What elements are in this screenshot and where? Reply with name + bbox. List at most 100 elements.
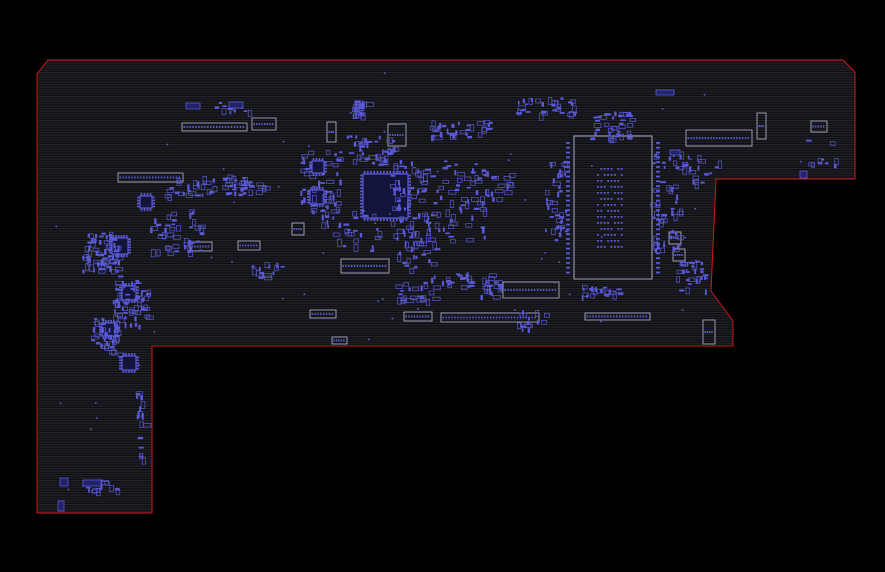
memory-pad (656, 218, 660, 221)
connector-pin (353, 265, 356, 267)
memory-pad (656, 271, 660, 274)
bga-ball (600, 168, 603, 170)
memory-pad (566, 185, 570, 187)
bga-ball (597, 180, 599, 182)
smd-pad (593, 116, 598, 119)
smd-pad (526, 320, 530, 326)
smd-pad (449, 200, 454, 209)
chip-pin (120, 235, 123, 238)
connector-pin (271, 123, 274, 125)
smd-pad (551, 208, 558, 213)
smd-pad (201, 193, 204, 197)
smd-pad (668, 156, 672, 161)
smd-pad (411, 167, 417, 175)
smd-pad (461, 197, 468, 202)
chip-pin (408, 199, 411, 202)
connector-pin (345, 265, 347, 267)
smd-pad (675, 166, 680, 170)
smd-pad (171, 223, 175, 226)
smd-pad (302, 156, 305, 161)
memory-pad (566, 262, 570, 264)
connector-pin (293, 228, 295, 230)
connector-pin (137, 176, 139, 179)
smd-pad (676, 276, 680, 283)
bga-ball (600, 210, 603, 212)
smd-pad (248, 189, 253, 197)
smd-pad (300, 161, 306, 164)
connector-pin (244, 244, 247, 247)
smd-pad (326, 205, 329, 210)
connector-pin (741, 137, 744, 139)
smd-pad (446, 128, 449, 134)
smd-pad (301, 154, 308, 159)
smd-pad (497, 284, 503, 293)
chip-pin (125, 235, 128, 238)
chip-pin (318, 158, 321, 161)
smd-pad (359, 142, 366, 147)
smd-pad (166, 189, 174, 194)
smd-pad (383, 159, 388, 162)
ic-chip (311, 160, 325, 174)
smd-pad (520, 323, 523, 328)
bga-ball (603, 246, 606, 248)
smd-pad (167, 251, 174, 257)
connector-pin (348, 265, 350, 267)
component-outline (799, 170, 808, 179)
smd-pad (480, 226, 486, 229)
smd-pad (135, 310, 142, 315)
smd-pad (663, 165, 666, 169)
smd-pad (465, 132, 468, 136)
smd-pad (447, 132, 454, 135)
smd-pad (368, 155, 377, 160)
smd-pad (660, 247, 666, 254)
smd-pad (146, 315, 154, 320)
smd-pad (332, 195, 335, 201)
smd-pad (434, 248, 441, 251)
smd-pad (455, 273, 461, 275)
smd-pad (103, 260, 110, 265)
smd-pad (336, 189, 341, 197)
connector-pin (595, 315, 597, 318)
connector-pin (221, 126, 224, 128)
smd-pad (654, 210, 659, 219)
smd-pad (370, 249, 375, 252)
smd-pad (117, 305, 121, 308)
smd-pad (116, 255, 124, 261)
smd-pad (325, 149, 331, 156)
smd-pad (89, 264, 95, 272)
chip-pin (360, 212, 363, 215)
smd-pad (549, 161, 556, 167)
smd-pad (191, 210, 194, 216)
smd-pad (488, 127, 493, 130)
connector-pin (333, 339, 335, 342)
smd-pad (414, 231, 417, 237)
smd-pad (151, 226, 158, 231)
smd-pad (432, 242, 437, 251)
chip-pin (360, 215, 363, 218)
chip-pin (99, 331, 102, 333)
chip-pin (312, 158, 315, 161)
bga-ball (617, 198, 620, 200)
smd-pad (376, 227, 379, 231)
smd-pad (317, 180, 321, 187)
smd-pad (627, 136, 633, 139)
smd-pad (144, 314, 150, 319)
smd-pad (570, 99, 576, 105)
smd-pad (332, 216, 335, 220)
smd-pad (409, 268, 415, 274)
smd-pad (558, 185, 561, 189)
connector-pin (269, 123, 271, 125)
chip-pin (109, 238, 112, 241)
smd-pad (709, 172, 713, 175)
smd-pad (136, 392, 141, 395)
smd-pad (164, 227, 167, 233)
connector-pin (332, 131, 334, 133)
connector-pin (335, 339, 338, 342)
smd-pad (325, 211, 330, 219)
smd-pad (503, 176, 511, 181)
smd-pad (397, 199, 401, 203)
smd-pad (345, 232, 352, 237)
smd-pad (465, 128, 471, 132)
